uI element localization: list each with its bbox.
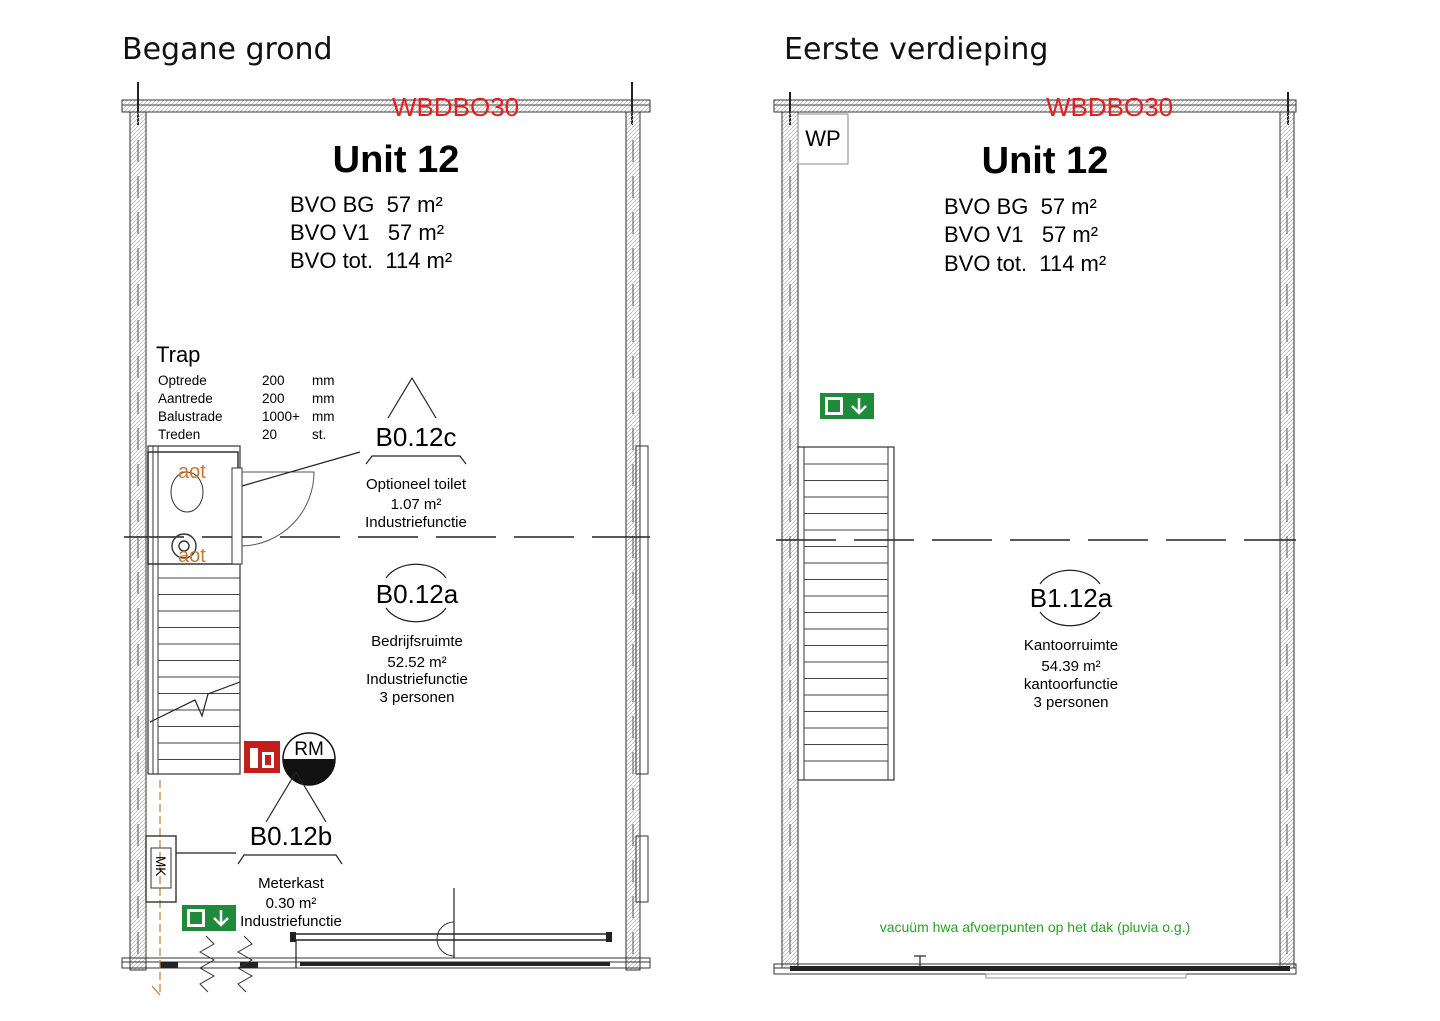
aot-label-upper: aot [178,461,206,483]
stair-value: 200 [262,373,285,388]
room-function: kantoorfunctie [1024,676,1118,693]
wp-label: WP [805,126,840,151]
room-name: Optioneel toilet [366,476,467,493]
drainage-note: vacuüm hwa afvoerpunten op het dak (pluv… [880,919,1191,935]
room-name: Meterkast [258,875,325,892]
stair-unit: mm [312,373,335,388]
room-function: Industriefunctie [366,671,468,688]
stair-value: 1000+ [262,409,300,424]
stair-unit: mm [312,391,335,406]
emergency-exit-sign-icon [182,905,236,931]
stair-label: Balustrade [158,409,223,424]
room-area: 1.07 m² [391,496,442,513]
stair-label: Aantrede [158,391,213,406]
meter-cupboard-label: MK [153,856,168,876]
room-name: Bedrijfsruimte [371,633,463,650]
room-tag-b112a: B1.12a Kantoorruimte 54.39 m² kantoorfun… [1024,569,1118,711]
stair-value: 200 [262,391,285,406]
stair-unit: st. [312,427,326,442]
room-function: Industriefunctie [365,514,467,531]
bvo-ground: BVO BG 57 m² [944,194,1097,219]
staircase [797,446,895,781]
unit-title: Unit 12 [333,139,460,181]
room-area: 0.30 m² [266,895,317,912]
rm-label: RM [294,739,324,760]
bottom-wall [121,957,651,969]
first-floor-heading: Eerste verdieping [784,32,1049,67]
wp-box [797,113,849,165]
meter-cupboard [145,835,177,903]
bvo-total: BVO tot. 114 m² [944,251,1106,276]
stair-value: 20 [262,427,277,442]
room-function: Industriefunctie [240,913,342,930]
fire-rating-label: WBDBO30 [392,92,519,122]
bvo-ground: BVO BG 57 m² [290,192,443,217]
emergency-exit-sign-icon [820,393,874,419]
first-floor-plan: WP WBDBO30 Unit 12 BVO BG 57 m² BVO V1 5… [773,92,1297,979]
stair-steps [158,577,240,760]
top-wall [773,99,1297,113]
unit-title: Unit 12 [982,140,1109,182]
door-swing [241,471,315,547]
stair-label: Optrede [158,373,207,388]
room-name: Kantoorruimte [1024,637,1118,654]
fire-alarm-rm-icon: RM [282,732,336,786]
room-tag-b012b: B0.12b Meterkast 0.30 m² Industriefuncti… [237,770,343,930]
stair-steps [804,463,888,762]
fire-extinguisher-icon [244,741,280,773]
ground-floor-plan: aot aot MK WBDBO30 Unit 12 BVO BG 57 m² … [121,82,651,996]
stair-break-line [149,681,241,723]
sink-icon [171,533,197,559]
room-code: B0.12c [376,422,457,452]
room-code: B0.12a [376,579,459,609]
bvo-total: BVO tot. 114 m² [290,248,452,273]
top-wall [121,99,651,113]
stair-unit: mm [312,409,335,424]
aot-label-lower: aot [178,545,206,567]
staircase [147,445,241,775]
toilet-bowl-icon [170,471,204,513]
stair-title: Trap [156,342,200,367]
room-tag-b012a: B0.12a Bedrijfsruimte 52.52 m² Industrie… [366,563,468,706]
room-code: B1.12a [1030,583,1113,613]
stair-label: Treden [158,427,200,442]
room-persons: 3 personen [1033,694,1108,711]
ground-floor-heading: Begane grond [122,32,333,67]
bvo-first: BVO V1 57 m² [290,220,444,245]
room-area: 52.52 m² [387,654,446,671]
room-code: B0.12b [250,821,332,851]
room-area: 54.39 m² [1041,658,1100,675]
room-tag-b012c: B0.12c Optioneel toilet 1.07 m² Industri… [365,376,467,531]
fire-rating-label: WBDBO30 [1046,92,1173,122]
bvo-first: BVO V1 57 m² [944,222,1098,247]
room-persons: 3 personen [379,689,454,706]
